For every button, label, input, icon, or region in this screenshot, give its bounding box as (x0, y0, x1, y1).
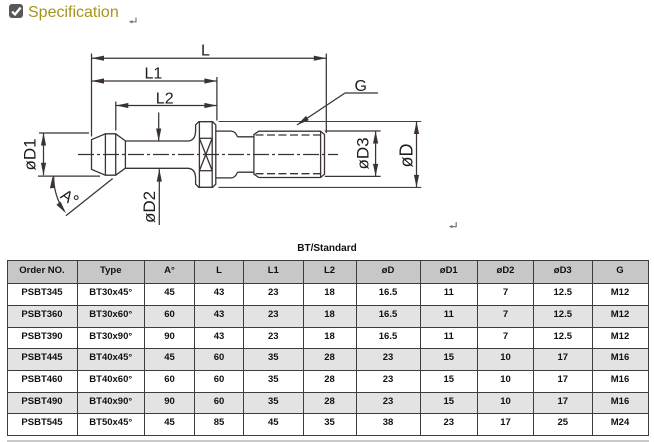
svg-text:øD3: øD3 (354, 137, 373, 169)
svg-text:L2: L2 (156, 90, 174, 107)
svg-text:øD1: øD1 (21, 138, 40, 170)
svg-text:L1: L1 (145, 65, 163, 82)
svg-text:øD2: øD2 (140, 191, 159, 223)
svg-text:øD: øD (397, 144, 417, 168)
svg-text:L: L (201, 43, 210, 60)
svg-text:G: G (355, 78, 367, 95)
